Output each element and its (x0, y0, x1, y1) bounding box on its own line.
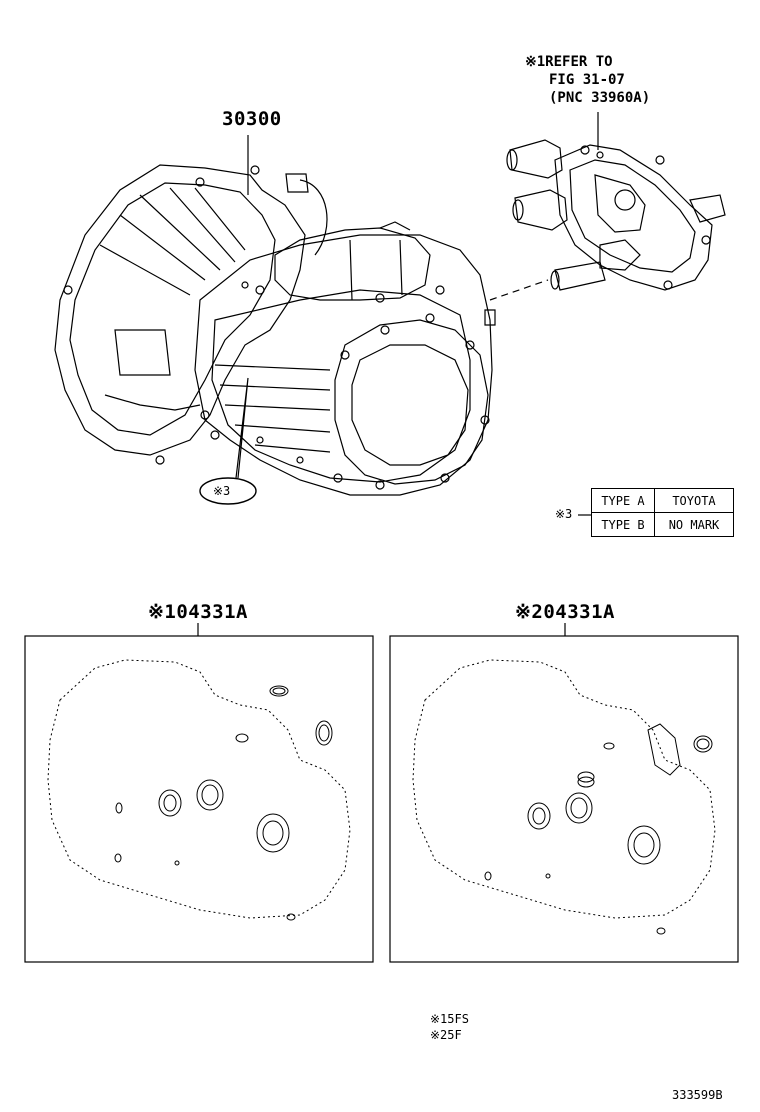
gasket-kit-2-label: ※204331A (515, 601, 615, 623)
type-table: TYPE A TOYOTA TYPE B NO MARK (591, 488, 734, 537)
type-table-marker: ※3 (555, 507, 573, 521)
shift-actuator-drawing (506, 139, 726, 291)
type-cell: TYPE B (591, 512, 655, 537)
type-table-row: TYPE A TOYOTA (591, 488, 734, 513)
type-callout-oval (199, 477, 257, 505)
gasket-kit-1-drawing (47, 659, 351, 921)
type-callout-label: ※3 (213, 484, 231, 498)
mark-cell: NO MARK (654, 512, 734, 537)
gasket-kit-2-drawing (412, 659, 716, 935)
legend-line-1: ※15FS (430, 1012, 469, 1026)
reference-note-line-2: FIG 31-07 (549, 72, 625, 88)
leader-line-type-callout (235, 377, 249, 479)
mark-cell: TOYOTA (654, 488, 734, 513)
type-cell: TYPE A (591, 488, 655, 513)
type-table-row: TYPE B NO MARK (591, 512, 734, 537)
legend-line-2: ※25F (430, 1028, 462, 1042)
gasket-kit-2-frame (389, 635, 739, 963)
gasket-kit-1-label: ※104331A (148, 601, 248, 623)
part-number-30300: 30300 (222, 108, 282, 130)
transmission-assembly-drawing (54, 164, 496, 496)
reference-note-line-3: (PNC 33960A) (549, 90, 651, 106)
reference-note-line-1: ※1REFER TO (525, 54, 613, 70)
actuator-connection-dash (489, 279, 549, 301)
gasket-kit-1-frame (24, 635, 374, 963)
figure-id: 333599B (672, 1088, 723, 1102)
